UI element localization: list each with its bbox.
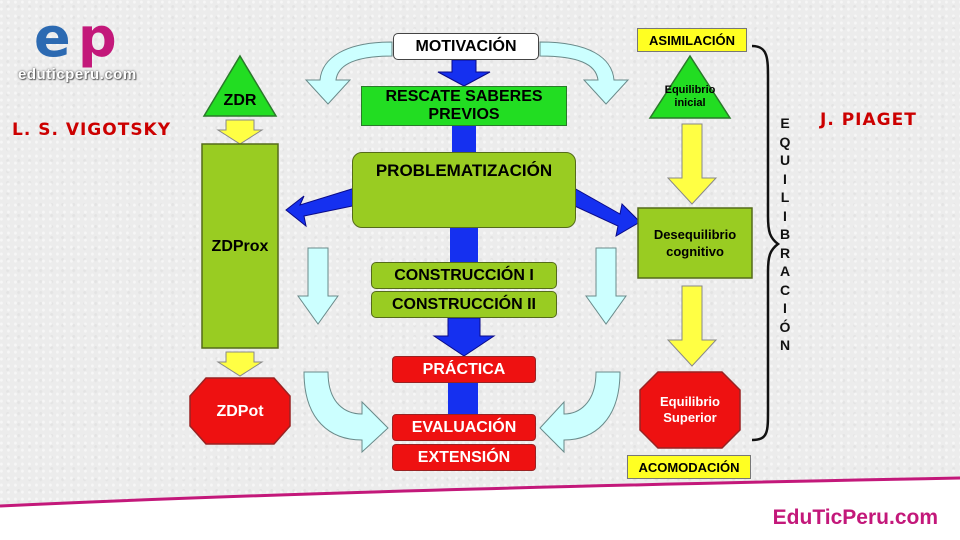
zdprox-label: ZDProx (211, 238, 269, 255)
equilibracion-letter: B (779, 226, 791, 242)
equilibracion-vertical-text: E Q U I L I B R A C I Ó N (776, 114, 794, 355)
blue-spine-3 (448, 382, 478, 416)
zdpot-label: ZDPot (216, 403, 264, 420)
footer-brand: EduTicPeru.com (772, 506, 938, 529)
logo-text: eduticperu.com (18, 66, 137, 83)
zdr-label: ZDR (223, 92, 257, 109)
equilibrio-inicial-label: Equilibrio inicial (650, 84, 730, 110)
equilibrio-inicial-line-2: inicial (674, 97, 706, 109)
desequilibrio-box (637, 207, 753, 279)
desequilibrio-label: Desequilibrio cognitivo (638, 226, 752, 260)
yellow-arrow-piaget-1 (666, 123, 718, 205)
footer-line (0, 476, 960, 508)
equilibrio-superior-octagon (639, 371, 741, 449)
yellow-arrow-zdr (216, 119, 264, 145)
cyan-down-left (297, 247, 339, 325)
footer-swoosh (0, 478, 960, 540)
rescate-saberes-box: RESCATE SABERES PREVIOS (361, 86, 567, 126)
vigotsky-label: L. S. VIGOTSKY (12, 120, 172, 140)
piaget-label: J. PIAGET (820, 110, 917, 130)
equilibracion-letter: N (779, 337, 791, 353)
cyan-curve-top-left (304, 41, 393, 105)
blue-spine-1 (452, 126, 476, 152)
equilibrio-superior-label: Equilibrio Superior (640, 394, 740, 426)
rescate-line-1: RESCATE SABERES (385, 88, 543, 105)
zdpot-octagon (189, 377, 291, 445)
blue-down-arrow-1 (437, 59, 491, 87)
rescate-line-2: PREVIOS (428, 106, 500, 123)
equilibracion-letter: Ó (779, 318, 791, 335)
blue-arrow-left (285, 187, 363, 228)
equilibrio-inicial-triangle (648, 54, 732, 119)
yellow-arrow-piaget-2 (666, 285, 718, 367)
equilibracion-brace (751, 44, 781, 442)
desequilibrio-line-2: cognitivo (666, 244, 724, 259)
equilibracion-letter: I (783, 170, 787, 187)
cyan-curve-bottom-left (303, 371, 389, 454)
practica-box: PRÁCTICA (392, 356, 536, 383)
logo-letter-e: e (34, 6, 71, 69)
asimilacion-box: ASIMILACIÓN (637, 28, 747, 52)
evaluacion-box: EVALUACIÓN (392, 414, 536, 441)
cyan-curve-bottom-right (539, 371, 621, 454)
problematizacion-box: PROBLEMATIZACIÓN (352, 152, 576, 228)
equilibrio-inicial-line-1: Equilibrio (664, 84, 716, 96)
zdprox-bar (201, 143, 279, 349)
yellow-arrow-zdprox (216, 351, 264, 377)
cyan-down-right (585, 247, 627, 325)
equilibracion-letter: I (783, 300, 787, 316)
equilibracion-letter: R (779, 244, 791, 261)
desequilibrio-line-1: Desequilibrio (653, 227, 737, 242)
equilibrio-superior-line-2: Superior (663, 410, 717, 425)
zdr-triangle (202, 54, 278, 117)
blue-arrow-right (565, 187, 641, 237)
equilibracion-letter: I (783, 207, 787, 224)
equilibrio-superior-line-1: Equilibrio (660, 394, 720, 409)
extension-box: EXTENSIÓN (392, 444, 536, 471)
construccion-1-box: CONSTRUCCIÓN I (371, 262, 557, 289)
equilibracion-letter: C (779, 281, 791, 298)
logo-letter-p: p (78, 6, 117, 69)
construccion-2-box: CONSTRUCCIÓN II (371, 291, 557, 318)
equilibracion-letter: A (779, 263, 791, 279)
equilibracion-letter: E (780, 115, 790, 131)
motivacion-box: MOTIVACIÓN (393, 33, 539, 60)
blue-down-arrow-2 (432, 317, 496, 357)
equilibracion-letter: Q (779, 133, 791, 150)
equilibracion-letter: U (779, 152, 791, 168)
equilibracion-letter: L (780, 189, 790, 205)
cyan-curve-top-right (539, 41, 630, 105)
blue-spine-2 (450, 228, 478, 262)
acomodacion-box: ACOMODACIÓN (627, 455, 751, 479)
